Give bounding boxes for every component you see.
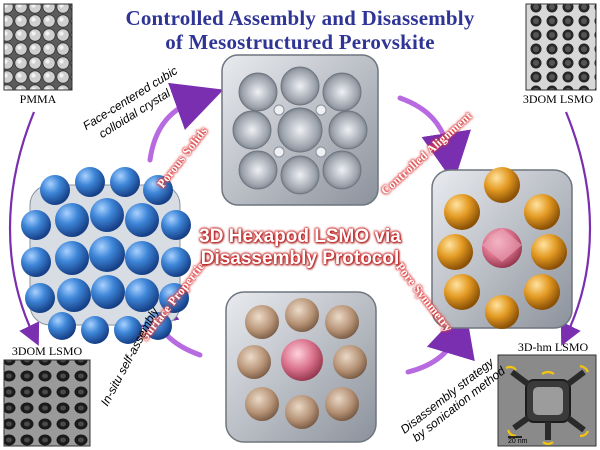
colloidal-crystal-blue [21,167,191,344]
porous-scaffold-top [221,54,379,206]
3d-hm-lsmo-micrograph [497,354,597,447]
figure-title-line2: of Mesostructured Perovskite [165,30,435,54]
aligned-scaffold-orange [431,167,573,329]
label-3dom-lsmo-bottom: 3DOM LSMO [11,344,83,358]
3dom-lsmo-micrograph-bottom [3,359,91,447]
center-title-line1: 3D Hexapod LSMO via [199,226,401,247]
label-pmma: PMMA [19,92,57,106]
arrow-to-controlled-alignment [397,95,471,183]
scale-bar-label: 20 nm [508,438,528,445]
label-3dom-lsmo-top: 3DOM LSMO [522,92,594,106]
arrow-to-porous-solids [147,82,224,163]
pmma-micrograph [3,3,73,91]
center-title-line2: Disassembly Protocol [200,248,400,269]
label-3d-hm-lsmo: 3D-hm LSMO [517,340,589,354]
disassembled-scaffold-bottom [225,291,377,443]
arrow-to-pore-symmetry [405,306,475,375]
left-cycle-arrow [8,111,40,346]
right-cycle-arrow [560,111,592,346]
figure-title-line1: Controlled Assembly and Disassembly [125,6,475,30]
3dom-lsmo-micrograph-top [525,3,597,91]
